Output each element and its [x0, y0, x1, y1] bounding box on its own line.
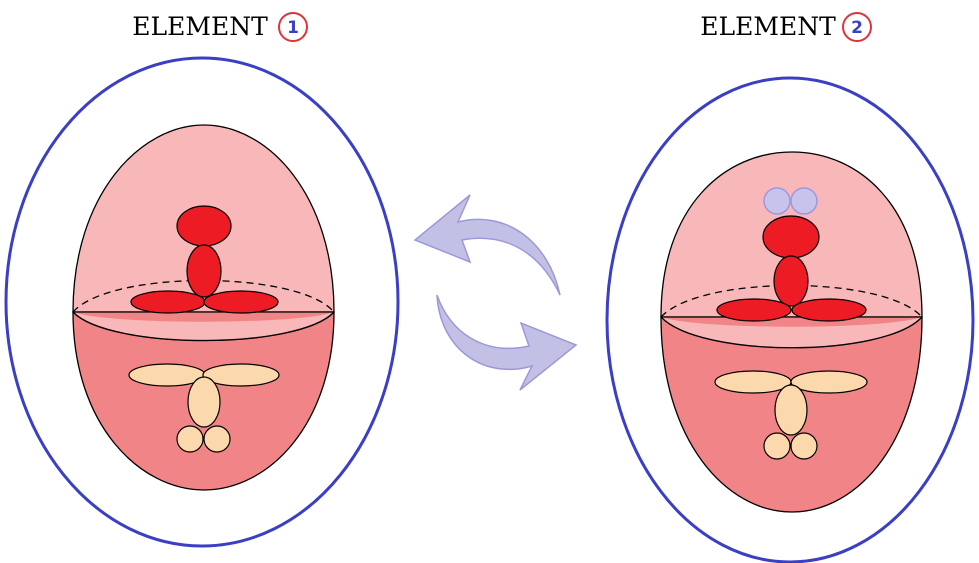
element-2-cream-right-bulb	[790, 432, 818, 460]
element-1-red-right-lobe	[203, 290, 279, 314]
element-1-red-stem-lobe	[186, 244, 222, 298]
element-2-badge-ring	[842, 12, 872, 42]
element-1-badge-ring	[278, 12, 308, 42]
element-2-red-right-lobe	[791, 298, 867, 322]
element-1-cream-left-bulb	[176, 425, 204, 453]
element-2-cream-left-bulb	[763, 432, 791, 460]
element-1-equator-line	[72, 311, 335, 342]
element-1-red-left-lobe	[130, 290, 206, 314]
element-2-cream-stem-lobe	[774, 384, 808, 436]
element-2-red-top-lobe	[762, 215, 820, 259]
element-2-red-stem-lobe	[773, 255, 809, 307]
element-1-heading: ELEMENT 1	[132, 12, 308, 42]
element-2-red-left-lobe	[716, 298, 792, 322]
element-1-badge-number: 1	[287, 18, 299, 38]
element-2-panel: ELEMENT 2	[605, 12, 975, 563]
element-2-equator-line	[660, 316, 923, 349]
element-2-cream-left-lobe	[714, 370, 792, 394]
element-2-heading: ELEMENT 2	[700, 12, 872, 42]
element-1-cream-stem-lobe	[187, 376, 221, 428]
element-1-equator-fill	[73, 312, 334, 341]
element-2-cream-right-lobe	[790, 370, 868, 394]
element-1-cream-right-bulb	[203, 425, 231, 453]
element-2-lavender-right-bulb	[790, 187, 818, 215]
element-1-panel: ELEMENT 1	[4, 12, 400, 548]
element-1-cream-right-lobe	[202, 363, 280, 387]
element-1-red-top-lobe	[176, 205, 232, 247]
element-1-title: ELEMENT	[132, 12, 268, 41]
element-2-lavender-left-bulb	[763, 187, 791, 215]
exchange-arrows	[413, 194, 578, 391]
element-2-badge-number: 2	[851, 18, 863, 38]
element-2-title: ELEMENT	[700, 12, 836, 41]
arrow-to-element-1	[413, 194, 561, 296]
element-2-equator-fill	[661, 317, 922, 348]
arrow-to-element-2	[436, 294, 578, 391]
